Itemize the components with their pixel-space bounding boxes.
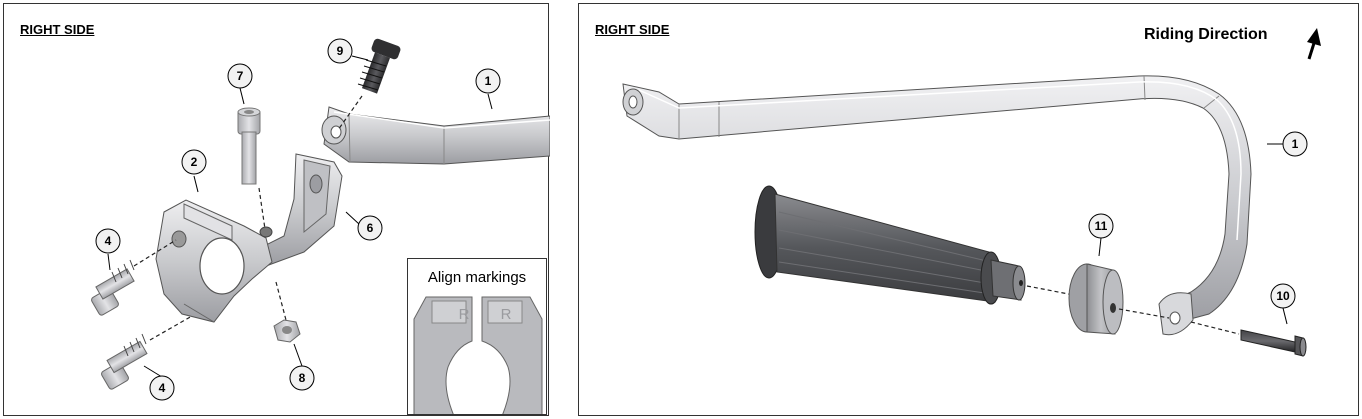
riding-direction-arrow-icon xyxy=(1307,28,1321,60)
right-panel: RIGHT SIDE Riding Direction xyxy=(578,3,1359,416)
assembly-line-10 xyxy=(1190,321,1240,335)
assembly-line-8 xyxy=(275,281,287,321)
bolt-9 xyxy=(357,38,401,94)
svg-text:10: 10 xyxy=(1276,289,1290,303)
left-panel-title: RIGHT SIDE xyxy=(20,22,95,37)
assembly-line-4-upper xyxy=(133,239,177,267)
callout-1-right: 1 xyxy=(1267,131,1308,157)
callout-4-lower: 4 xyxy=(143,365,175,401)
align-mark-right: R xyxy=(501,306,512,323)
bolt-4-lower xyxy=(101,333,148,390)
align-markings-detail: R R xyxy=(413,295,543,414)
callout-8: 8 xyxy=(289,343,315,391)
svg-text:1: 1 xyxy=(1292,137,1299,151)
callout-1: 1 xyxy=(475,68,501,110)
bolt-10 xyxy=(1240,329,1307,357)
svg-text:6: 6 xyxy=(367,221,374,235)
handguard-bar-part xyxy=(321,106,550,165)
svg-text:2: 2 xyxy=(191,155,198,169)
left-panel: RIGHT SIDE xyxy=(3,3,550,416)
left-exploded-diagram: 1 2 4 4 6 7 8 xyxy=(91,38,550,401)
assembly-line-7 xyxy=(258,187,267,237)
svg-text:7: 7 xyxy=(237,69,244,83)
bar-end-weight-11 xyxy=(1068,263,1124,335)
nut-8 xyxy=(273,319,301,343)
svg-text:4: 4 xyxy=(105,234,112,248)
callout-11: 11 xyxy=(1088,213,1114,257)
align-markings-inset: Align markings R R xyxy=(407,258,547,415)
svg-text:1: 1 xyxy=(485,74,492,88)
svg-text:8: 8 xyxy=(299,371,306,385)
svg-text:9: 9 xyxy=(337,44,344,58)
callout-10: 10 xyxy=(1270,283,1296,325)
handguard-bar-1 xyxy=(622,75,1252,336)
clamp-2 xyxy=(155,199,273,323)
align-markings-title: Align markings xyxy=(427,269,527,286)
callout-2: 2 xyxy=(181,149,207,193)
riding-direction-label: Riding Direction xyxy=(1144,26,1268,43)
callout-7: 7 xyxy=(227,63,253,105)
callout-9: 9 xyxy=(327,38,369,64)
callout-4-upper: 4 xyxy=(95,228,121,271)
right-panel-title: RIGHT SIDE xyxy=(595,22,670,37)
assembly-line-4-lower xyxy=(149,315,193,341)
assembly-line-weight xyxy=(1118,308,1170,319)
bolt-7 xyxy=(237,107,261,185)
svg-text:11: 11 xyxy=(1095,219,1108,233)
right-exploded-diagram: 1 10 11 xyxy=(622,28,1321,357)
callout-6: 6 xyxy=(345,211,383,241)
svg-text:4: 4 xyxy=(159,381,166,395)
align-mark-left: R xyxy=(459,306,470,323)
mount-arm-6 xyxy=(251,153,343,267)
handlebar-grip xyxy=(754,185,1026,305)
bolt-4-upper xyxy=(91,259,135,316)
